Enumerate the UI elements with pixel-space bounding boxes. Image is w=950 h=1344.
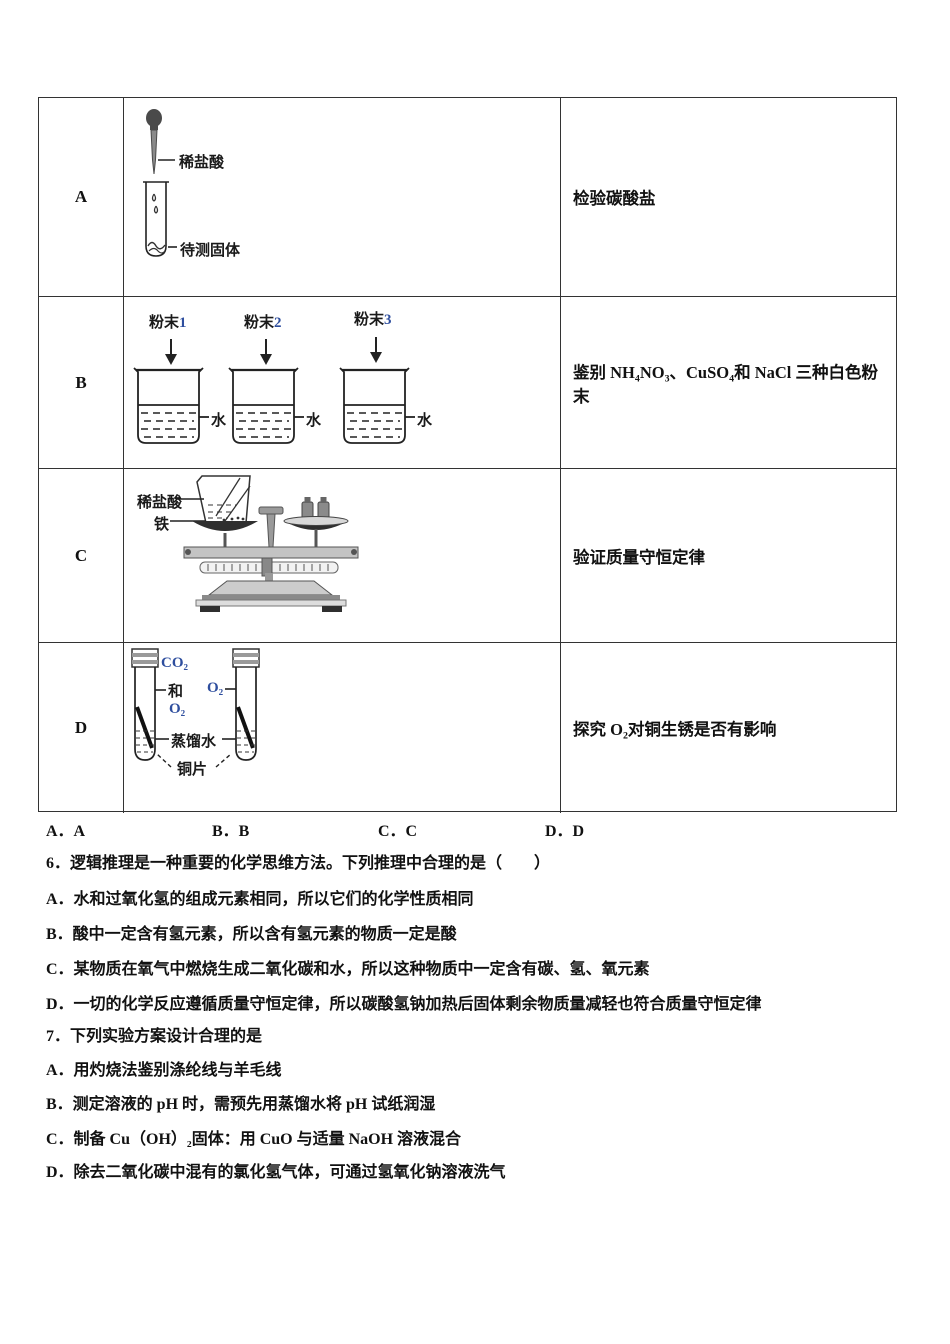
o2-gas-label-right: O₂ bbox=[207, 680, 224, 696]
pillar-icon bbox=[258, 506, 284, 548]
beaker-icon bbox=[228, 367, 304, 444]
row-b-description: 鉴别 NH₄NO₃、CuSO₄和 NaCl 三种白色粉末 bbox=[561, 297, 896, 469]
answer-option-a: A．A bbox=[46, 823, 86, 840]
o2-gas-label-left: O₂ bbox=[169, 701, 186, 717]
test-solid-label: 待测固体 bbox=[180, 243, 241, 259]
copper-piece-label: 铜片 bbox=[177, 762, 208, 778]
powder1-num: 1 bbox=[179, 315, 187, 331]
beaker-icon bbox=[339, 367, 415, 444]
dropper-icon bbox=[146, 109, 162, 175]
down-arrow-icon bbox=[260, 339, 272, 365]
beaker-icon bbox=[133, 367, 209, 444]
beaker-with-tube-icon bbox=[196, 475, 251, 524]
answer-option-b: B．B bbox=[212, 823, 250, 840]
base-icon bbox=[195, 573, 347, 612]
question7-option-b: B．测定溶液的 pH 时，需预先用蒸馏水将 pH 试纸润湿 bbox=[46, 1096, 436, 1113]
acid-label: 稀盐酸 bbox=[137, 495, 183, 511]
down-arrow-icon bbox=[370, 337, 382, 363]
question6-option-c: C．某物质在氧气中燃烧生成二氧化碳和水，所以这种物质中一定含有碳、氢、氧元素 bbox=[46, 961, 650, 978]
powder3-text: 粉末 bbox=[354, 312, 385, 328]
experiment-table: A bbox=[38, 97, 897, 813]
question7-option-a: A．用灼烧法鉴别涤纶线与羊毛线 bbox=[46, 1062, 282, 1079]
question6-stem: 6．逻辑推理是一种重要的化学思维方法。下列推理中合理的是（ ） bbox=[46, 855, 551, 872]
row-a-diagram-cell: 稀盐酸 待测固体 bbox=[124, 98, 561, 297]
distilled-water-label: 蒸馏水 bbox=[171, 734, 217, 750]
ruler-icon bbox=[199, 557, 339, 577]
row-d-label: D bbox=[39, 643, 124, 813]
row-c-label: C bbox=[39, 469, 124, 643]
question7-stem: 7．下列实验方案设计合理的是 bbox=[46, 1028, 263, 1045]
balance-scale-icon bbox=[170, 475, 359, 612]
diagram-three-beakers: 粉末1 粉末2 粉末3 水 水 水 bbox=[124, 297, 560, 468]
water-label-1: 水 bbox=[211, 413, 227, 429]
question6-option-b: B．酸中一定含有氢元素，所以含有氢元素的物质一定是酸 bbox=[46, 926, 457, 943]
row-b-label: B bbox=[39, 297, 124, 469]
question6-option-a: A．水和过氧化氢的组成元素相同，所以它们的化学性质相同 bbox=[46, 891, 474, 908]
iron-label: 铁 bbox=[154, 517, 170, 533]
row-b-diagram-cell: 粉末1 粉末2 粉末3 水 水 水 bbox=[124, 297, 561, 469]
powder2-label: 粉末2 bbox=[244, 311, 282, 332]
row-d-description: 探究 O₂对铜生锈是否有影响 bbox=[573, 720, 777, 739]
answer-option-d: D．D bbox=[545, 823, 585, 840]
question7-option-c: C．制备 Cu（OH）₂固体：用 CuO 与适量 NaOH 溶液混合 bbox=[46, 1131, 462, 1148]
and-label: 和 bbox=[168, 684, 184, 700]
question7-option-d: D．除去二氧化碳中混有的氯化氢气体，可通过氢氧化钠溶液洗气 bbox=[46, 1164, 506, 1181]
stoppered-test-tube-icon bbox=[131, 648, 159, 761]
stoppered-tubes-icon bbox=[131, 648, 260, 768]
stoppered-test-tube-icon bbox=[232, 648, 260, 761]
powder3-num: 3 bbox=[384, 312, 392, 328]
row-a-label: A bbox=[39, 98, 124, 297]
row-d-diagram-cell: CO₂ 和 O₂ O₂ 蒸馏水 铜片 bbox=[124, 643, 561, 813]
left-pan-icon bbox=[192, 521, 258, 531]
powder2-text: 粉末 bbox=[244, 315, 275, 331]
diagram-copper-tubes: CO₂ 和 O₂ O₂ 蒸馏水 铜片 bbox=[124, 643, 560, 813]
down-arrow-icon bbox=[165, 339, 177, 365]
beakers-icon bbox=[133, 337, 415, 444]
water-label-2: 水 bbox=[306, 413, 322, 429]
dilute-hcl-label: 稀盐酸 bbox=[179, 155, 225, 171]
co2-o2-gas-label: CO₂ bbox=[161, 655, 188, 671]
row-c-description: 验证质量守恒定律 bbox=[561, 469, 896, 643]
question6-option-d: D．一切的化学反应遵循质量守恒定律，所以碳酸氢钠加热后固体剩余物质量减轻也符合质… bbox=[46, 996, 762, 1013]
powder3-label: 粉末3 bbox=[354, 308, 392, 329]
powder1-label: 粉末1 bbox=[149, 311, 187, 332]
powder2-num: 2 bbox=[274, 315, 282, 331]
row-c-diagram-cell: 稀盐酸 铁 bbox=[124, 469, 561, 643]
water-label-3: 水 bbox=[417, 413, 433, 429]
beam-icon bbox=[183, 546, 359, 559]
diagram-carbonate-test: 稀盐酸 待测固体 bbox=[124, 98, 560, 296]
diagram-balance: 稀盐酸 铁 bbox=[124, 469, 560, 642]
test-tube-icon bbox=[143, 181, 169, 257]
dropper-testtube-icon bbox=[143, 109, 177, 257]
answer-option-c: C．C bbox=[378, 823, 418, 840]
powder1-text: 粉末 bbox=[149, 315, 180, 331]
row-a-description: 检验碳酸盐 bbox=[561, 98, 896, 297]
